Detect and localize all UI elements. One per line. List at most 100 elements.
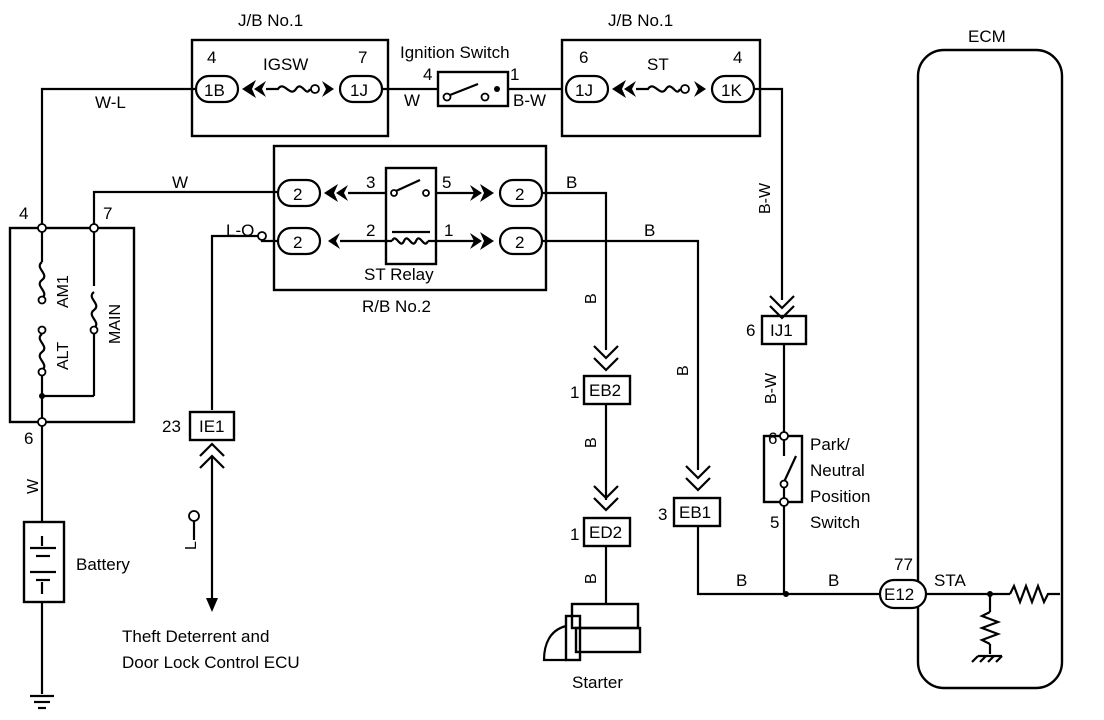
fuse-main-label: MAIN xyxy=(107,304,124,344)
theft-line1: Theft Deterrent and xyxy=(122,627,269,646)
ign-pin-left: 4 xyxy=(423,65,432,84)
ecm: ECM 77 E12 STA xyxy=(878,27,1064,690)
igsw-pin-right: 7 xyxy=(358,48,367,67)
starter-motor-icon: Starter xyxy=(542,602,642,692)
conn-eb1: 3 EB1 B B xyxy=(658,465,880,597)
wire-b-label-8: B xyxy=(828,571,839,590)
wire-w-main xyxy=(92,190,286,224)
relay-conn-1: 2 xyxy=(293,185,302,204)
fuse-alt xyxy=(38,333,46,371)
fuse-block: 4 7 AM1 ALT MAIN 6 xyxy=(8,204,136,448)
pnp-line1: Park/ xyxy=(810,435,850,454)
ecm-sta: STA xyxy=(934,571,966,590)
conn-eb2-label: EB2 xyxy=(589,381,621,400)
rb-relay-block: R/B No.2 ST Relay 2 3 5 2 2 2 1 2 xyxy=(272,144,548,316)
wire-lo xyxy=(210,234,278,410)
wire-b-label-6: B xyxy=(583,573,600,584)
pnp-pin-top: 6 xyxy=(768,429,777,448)
st-label: ST xyxy=(647,55,669,74)
wire-bw-label-top: B-W xyxy=(513,91,546,110)
wire-b-label-4: B xyxy=(675,365,692,376)
conn-1j-right xyxy=(564,74,610,104)
conn-eb2-pin: 1 xyxy=(570,383,579,402)
igsw-arrow-left xyxy=(242,80,256,98)
conn-1j-right-label: 1J xyxy=(575,81,593,100)
wire-wl xyxy=(40,87,196,226)
relay-pin5: 5 xyxy=(442,173,451,192)
wire-b-label-1: B xyxy=(566,173,577,192)
st-relay xyxy=(384,166,438,266)
conn-ij1-pin: 6 xyxy=(746,321,755,340)
fuse-pin7: 7 xyxy=(103,204,112,223)
relay-pin1: 1 xyxy=(444,221,453,240)
jb-igsw-block: J/B No.1 4 7 IGSW 1B 1J xyxy=(190,11,390,138)
conn-e12-label: E12 xyxy=(884,585,914,604)
pnp-line4: Switch xyxy=(810,513,860,532)
fuse-pin6: 6 xyxy=(24,429,33,448)
wire-l-label: L xyxy=(183,541,200,550)
wire-b-label-7: B xyxy=(736,571,747,590)
pnp-line2: Neutral xyxy=(810,461,865,480)
theft-line2: Door Lock Control ECU xyxy=(122,653,300,672)
st-pin-right: 4 xyxy=(733,48,742,67)
igsw-fuse xyxy=(266,85,312,93)
wire-wl-label: W-L xyxy=(95,93,126,112)
conn-ed2: 1 ED2 B xyxy=(570,516,632,604)
fuse-pin4: 4 xyxy=(19,204,28,223)
st-pin-left: 6 xyxy=(579,48,588,67)
battery-label: Battery xyxy=(76,555,130,574)
st-relay-label: ST Relay xyxy=(364,265,434,284)
wire-b-label-2: B xyxy=(583,293,600,304)
relay-conn-4: 2 xyxy=(515,233,524,252)
wire-w-label-mid: W xyxy=(172,173,188,192)
conn-ed2-label: ED2 xyxy=(589,523,622,542)
rb-box xyxy=(272,144,548,292)
conn-ie1: 23 IE1 L xyxy=(162,410,236,612)
relay-conn-3: 2 xyxy=(293,233,302,252)
park-neutral-switch: 6 5 Park/ Neutral Position Switch xyxy=(762,429,870,594)
wire-bw-label-vert: B-W xyxy=(757,182,774,214)
relay-coil xyxy=(390,237,430,245)
wire-b-1 xyxy=(542,191,608,350)
resistor-icon xyxy=(1009,582,1060,606)
conn-ie1-label: IE1 xyxy=(199,417,225,436)
ign-pin-right: 1 xyxy=(510,65,519,84)
wire-lo-label: L-O xyxy=(226,221,254,240)
ecm-pin: 77 xyxy=(894,555,913,574)
fuse-am1 xyxy=(38,261,46,299)
wire-w-label-top: W xyxy=(404,91,420,110)
battery: Battery xyxy=(22,520,130,710)
jb-st-block: J/B No.1 6 4 ST 1J 1K xyxy=(560,11,762,138)
conn-ed2-pin: 1 xyxy=(570,525,579,544)
resistor-icon-2 xyxy=(978,611,1002,645)
arrow-down-icon xyxy=(206,598,218,612)
ecm-title: ECM xyxy=(968,27,1006,46)
conn-1b-label: 1B xyxy=(204,81,225,100)
relay-pin2: 2 xyxy=(366,221,375,240)
wire-b-2 xyxy=(542,239,700,470)
wire-b-label-3: B xyxy=(644,221,655,240)
ecm-box xyxy=(916,48,1064,690)
conn-ij1: 6 IJ1 B-W xyxy=(746,295,808,432)
wire-bw xyxy=(754,87,784,300)
ignition-switch: Ignition Switch 4 1 xyxy=(382,43,562,108)
ign-title: Ignition Switch xyxy=(400,43,510,62)
jb-right-title: J/B No.1 xyxy=(608,11,673,30)
conn-1j-left-label: 1J xyxy=(350,81,368,100)
pnp-pin-bot: 5 xyxy=(770,513,779,532)
starter-label: Starter xyxy=(572,673,623,692)
conn-eb1-pin: 3 xyxy=(658,505,667,524)
fuse-main xyxy=(90,291,98,329)
igsw-pin-left: 4 xyxy=(207,48,216,67)
conn-eb1-label: EB1 xyxy=(679,503,711,522)
fuse-alt-label: ALT xyxy=(55,342,72,370)
relay-pin3: 3 xyxy=(366,173,375,192)
pnp-line3: Position xyxy=(810,487,870,506)
wire-bw-label-2: B-W xyxy=(763,372,780,404)
conn-ie1-pin: 23 xyxy=(162,417,181,436)
conn-1k-label: 1K xyxy=(721,81,742,100)
rb-label: R/B No.2 xyxy=(362,297,431,316)
igsw-arrow-right xyxy=(322,81,334,97)
wire-b-label-5: B xyxy=(583,437,600,448)
